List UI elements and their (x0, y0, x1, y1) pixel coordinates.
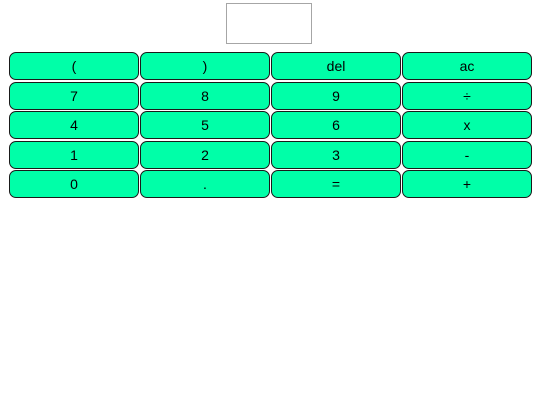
digit-2-button[interactable]: 2 (140, 140, 270, 169)
calculator-display (226, 3, 312, 44)
digit-4-button[interactable]: 4 (9, 111, 139, 139)
subtract-button[interactable]: - (402, 140, 532, 169)
add-button[interactable]: + (402, 170, 532, 198)
calculator-keypad: ( ) del ac 7 8 9 ÷ 4 5 6 x 1 2 3 - 0 . =… (9, 52, 532, 198)
delete-button[interactable]: del (271, 52, 401, 80)
close-paren-button[interactable]: ) (140, 52, 270, 80)
digit-9-button[interactable]: 9 (271, 81, 401, 110)
digit-6-button[interactable]: 6 (271, 111, 401, 139)
digit-0-button[interactable]: 0 (9, 170, 139, 198)
decimal-point-button[interactable]: . (140, 170, 270, 198)
digit-8-button[interactable]: 8 (140, 81, 270, 110)
multiply-button[interactable]: x (402, 111, 532, 139)
digit-5-button[interactable]: 5 (140, 111, 270, 139)
all-clear-button[interactable]: ac (402, 52, 532, 80)
digit-3-button[interactable]: 3 (271, 140, 401, 169)
digit-1-button[interactable]: 1 (9, 140, 139, 169)
divide-button[interactable]: ÷ (402, 81, 532, 110)
open-paren-button[interactable]: ( (9, 52, 139, 80)
equals-button[interactable]: = (271, 170, 401, 198)
digit-7-button[interactable]: 7 (9, 81, 139, 110)
